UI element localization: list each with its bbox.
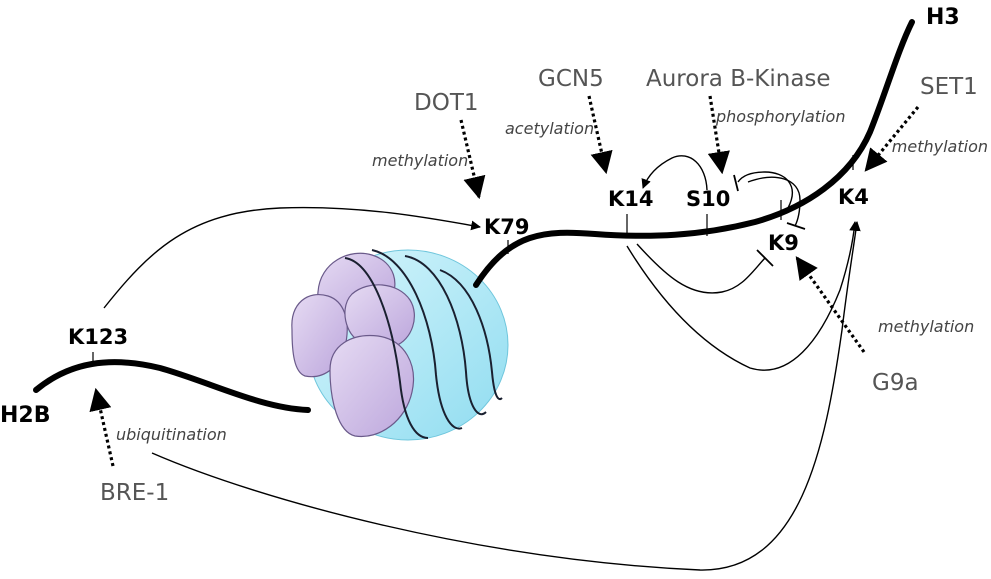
dna-wrap bbox=[344, 257, 429, 439]
nucleosome bbox=[291, 249, 509, 441]
k79-label: K79 bbox=[484, 215, 530, 239]
k14-to-k4-arrow bbox=[626, 221, 859, 371]
k9-label: K9 bbox=[768, 231, 799, 255]
s10-inhibits-k9 bbox=[747, 176, 801, 227]
h2b-tail bbox=[33, 359, 311, 413]
k14-label: K14 bbox=[608, 187, 654, 211]
dna-wrap bbox=[439, 269, 503, 400]
s10-label: S10 bbox=[686, 187, 730, 211]
bre1-modification-label: ubiquitination bbox=[116, 425, 227, 444]
set1-arrow bbox=[864, 105, 920, 172]
k123-label: K123 bbox=[68, 325, 128, 349]
bre1-label: BRE-1 bbox=[100, 480, 169, 506]
set1-label: SET1 bbox=[920, 74, 978, 100]
gcn5-arrow bbox=[587, 95, 613, 175]
k123-to-k79-arrow bbox=[103, 206, 481, 309]
dot1-arrow bbox=[459, 119, 486, 200]
k4-label: K4 bbox=[838, 185, 869, 209]
bre1-to-k4-arrow bbox=[151, 221, 861, 571]
k14-inhibits-k9 bbox=[636, 243, 766, 294]
s10-inhibition-bar bbox=[733, 174, 739, 192]
h3-label: H3 bbox=[926, 5, 960, 30]
aurora-arrow bbox=[707, 95, 730, 175]
gcn5-label: GCN5 bbox=[538, 66, 604, 92]
g9a-modification-label: methylation bbox=[878, 317, 974, 336]
g9a-arrow bbox=[795, 256, 866, 353]
s10-to-k14-arrow bbox=[641, 155, 708, 191]
bre1-arrow bbox=[89, 387, 115, 467]
dna-wrap bbox=[371, 249, 463, 430]
k9-inhibits-s10 bbox=[737, 171, 793, 209]
g9a-label: G9a bbox=[872, 370, 919, 396]
dot1-label: DOT1 bbox=[414, 90, 479, 116]
aurora-modification-label: phosphorylation bbox=[715, 107, 845, 126]
k9-inhibition-bar bbox=[756, 249, 774, 267]
gcn5-modification-label: acetylation bbox=[505, 119, 594, 138]
k9-s10-inhibition-bar bbox=[786, 222, 806, 230]
histone-octamer-part bbox=[329, 334, 414, 438]
h2b-label: H2B bbox=[0, 403, 51, 428]
dot1-modification-label: methylation bbox=[372, 151, 468, 170]
set1-modification-label: methylation bbox=[892, 137, 988, 156]
aurora-label: Aurora B-Kinase bbox=[646, 66, 831, 92]
h3-tail bbox=[473, 19, 915, 288]
dna-wrap bbox=[404, 255, 487, 415]
